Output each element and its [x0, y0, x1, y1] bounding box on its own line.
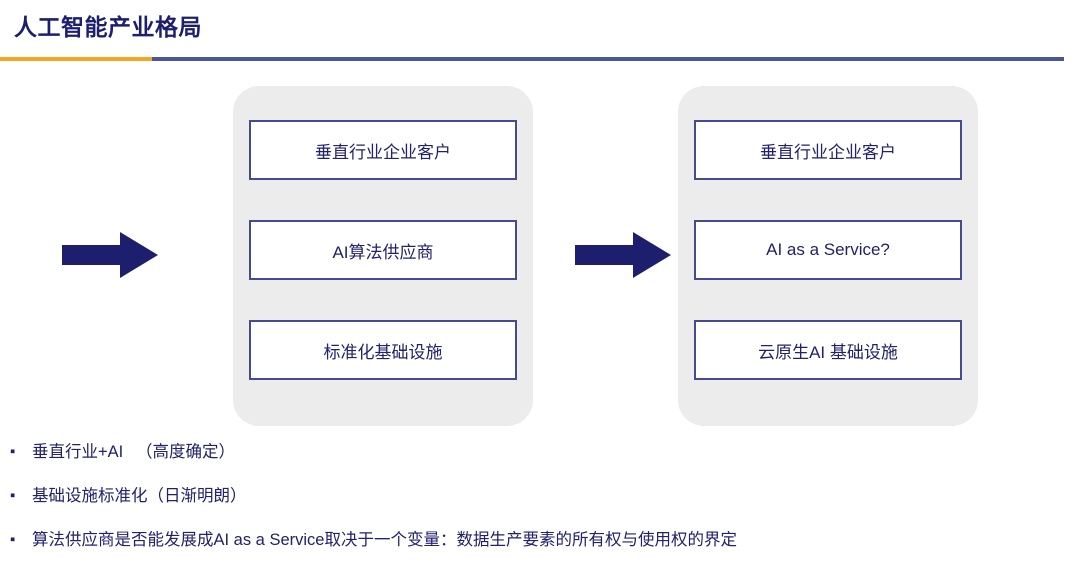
node-current-ai-algorithm-vendor[interactable]: AI算法供应商: [249, 220, 517, 280]
title-divider: [0, 57, 1064, 61]
node-current-vertical-customers[interactable]: 垂直行业企业客户: [249, 120, 517, 180]
bullet-text: 基础设施标准化（日渐明朗）: [32, 487, 247, 505]
diagram: 垂直行业企业客户 AI算法供应商 标准化基础设施 垂直行业企业客户 AI as …: [0, 80, 1080, 430]
bullet-text: 算法供应商是否能发展成AI as a Service取决于一个变量：数据生产要素…: [32, 531, 737, 549]
right-arrow-icon: [62, 232, 158, 278]
list-item: ▪ 算法供应商是否能发展成AI as a Service取决于一个变量：数据生产…: [10, 528, 1070, 572]
node-future-cloud-native-infrastructure[interactable]: 云原生AI 基础设施: [694, 320, 962, 380]
bullet-list: ▪ 垂直行业+AI （高度确定） ▪ 基础设施标准化（日渐明朗） ▪ 算法供应商…: [10, 440, 1070, 572]
bullet-marker-icon: ▪: [10, 531, 16, 548]
bullet-marker-icon: ▪: [10, 487, 16, 504]
node-future-vertical-customers[interactable]: 垂直行业企业客户: [694, 120, 962, 180]
divider-main-segment: [152, 57, 1064, 61]
node-current-standard-infrastructure[interactable]: 标准化基础设施: [249, 320, 517, 380]
divider-accent-segment: [0, 57, 152, 61]
right-arrow-icon-2: [575, 232, 671, 278]
bullet-marker-icon: ▪: [10, 443, 16, 460]
list-item: ▪ 垂直行业+AI （高度确定）: [10, 440, 1070, 484]
list-item: ▪ 基础设施标准化（日渐明朗）: [10, 484, 1070, 528]
page-title: 人工智能产业格局: [14, 14, 202, 40]
bullet-text: 垂直行业+AI （高度确定）: [32, 443, 236, 461]
node-future-ai-as-a-service[interactable]: AI as a Service?: [694, 220, 962, 280]
